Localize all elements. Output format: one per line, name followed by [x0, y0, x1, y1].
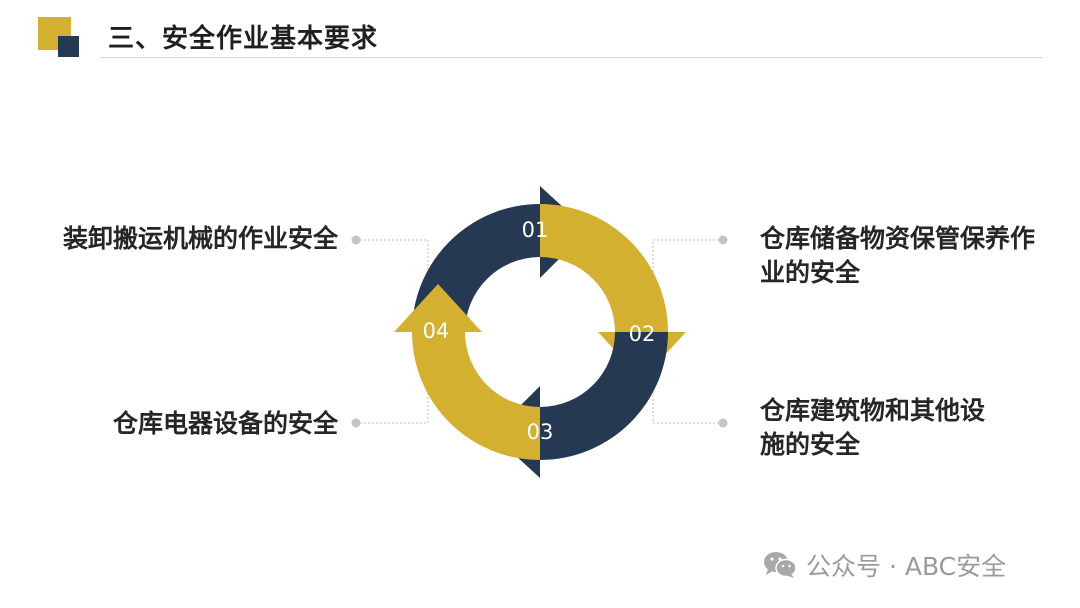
- connector-dot-top-left: [351, 235, 361, 245]
- connector-dots: [351, 235, 728, 428]
- logo-squares: [38, 17, 82, 61]
- connector-dot-bottom-left: [351, 418, 361, 428]
- label-top-left: 装卸搬运机械的作业安全: [62, 224, 338, 253]
- page-title: 三、安全作业基本要求: [108, 24, 379, 54]
- watermark-text: 公众号 · ABC安全: [806, 552, 1007, 581]
- logo-square-navy: [58, 36, 79, 57]
- connector-top-left: [356, 239, 429, 305]
- connector-dot-top-right: [718, 235, 728, 245]
- step-number-01: 01: [522, 218, 549, 242]
- cycle-segment-04: [394, 284, 540, 460]
- label-top-right: 仓库储备物资保管保养作 业的安全: [760, 224, 1036, 287]
- step-number-02: 02: [629, 322, 656, 346]
- title-divider: [100, 57, 1043, 58]
- step-number-04: 04: [423, 319, 450, 343]
- label-bottom-right: 仓库建筑物和其他设 施的安全: [760, 396, 986, 459]
- connector-bottom-right: [652, 365, 723, 424]
- connector-dot-bottom-right: [718, 418, 728, 428]
- wechat-icon: [764, 552, 797, 578]
- label-bottom-left: 仓库电器设备的安全: [112, 409, 338, 438]
- watermark: 公众号 · ABC安全: [762, 548, 1006, 582]
- connector-bottom-left: [356, 365, 429, 424]
- connector-top-right: [652, 239, 723, 305]
- step-number-03: 03: [527, 420, 554, 444]
